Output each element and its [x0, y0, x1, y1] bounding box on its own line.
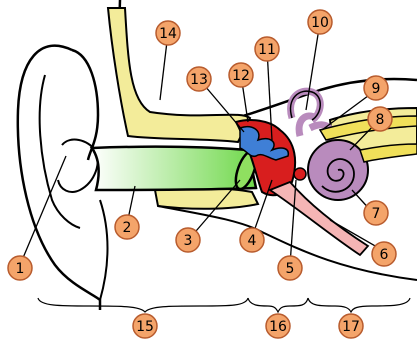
label-number: 11 [258, 42, 276, 58]
label-marker-12: 12 [229, 63, 253, 87]
label-marker-5: 5 [278, 256, 302, 280]
label-number: 4 [248, 233, 257, 249]
label-number: 10 [311, 15, 329, 31]
label-marker-9: 9 [364, 76, 388, 100]
label-marker-8: 8 [368, 107, 392, 131]
label-marker-4: 4 [240, 228, 264, 252]
brace-inner-ear [308, 298, 410, 312]
label-number: 15 [136, 319, 154, 335]
label-marker-7: 7 [364, 201, 388, 225]
brace-middle-ear [248, 298, 308, 312]
label-marker-6: 6 [372, 242, 396, 266]
label-marker-16: 16 [266, 314, 290, 338]
label-marker-11: 11 [255, 37, 279, 61]
brace-outer-ear [38, 298, 248, 312]
label-marker-17: 17 [339, 314, 363, 338]
label-marker-1: 1 [8, 256, 32, 280]
label-marker-3: 3 [176, 228, 200, 252]
label-marker-15: 15 [133, 314, 157, 338]
label-number: 16 [269, 319, 287, 335]
label-marker-13: 13 [187, 67, 211, 91]
label-number: 7 [372, 206, 381, 222]
label-number: 6 [380, 247, 389, 263]
face-line [100, 200, 108, 300]
label-number: 14 [159, 26, 177, 42]
label-marker-10: 10 [308, 10, 332, 34]
label-marker-14: 14 [156, 21, 180, 45]
label-number: 12 [232, 68, 250, 84]
label-marker-2: 2 [115, 215, 139, 239]
label-number: 5 [286, 261, 295, 277]
label-number: 1 [16, 261, 25, 277]
label-number: 9 [372, 81, 381, 97]
label-number: 3 [184, 233, 193, 249]
label-number: 2 [123, 220, 132, 236]
ear-canal [92, 147, 256, 190]
label-number: 13 [190, 72, 208, 88]
label-number: 8 [376, 112, 385, 128]
label-number: 17 [342, 319, 360, 335]
oval-window [294, 168, 306, 180]
